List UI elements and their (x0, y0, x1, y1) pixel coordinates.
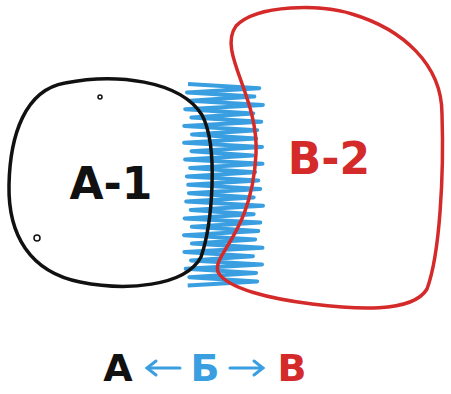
outline-path (217, 8, 442, 309)
arrow-left (148, 367, 180, 370)
letter-label: Б (191, 349, 220, 387)
dot (98, 95, 102, 99)
node-label: А-1 (70, 160, 153, 208)
dot (34, 235, 40, 241)
letter-label: В (278, 349, 307, 387)
blob-shape: В-2 (212, 4, 446, 314)
blob-shape: А-1 (5, 75, 217, 293)
letter-label: А (103, 349, 132, 387)
arrow-head-left (147, 361, 156, 375)
node-label: В-2 (288, 135, 370, 183)
arrow-right (230, 367, 262, 370)
outline-path (9, 79, 212, 286)
arrow-head-right (254, 361, 263, 375)
